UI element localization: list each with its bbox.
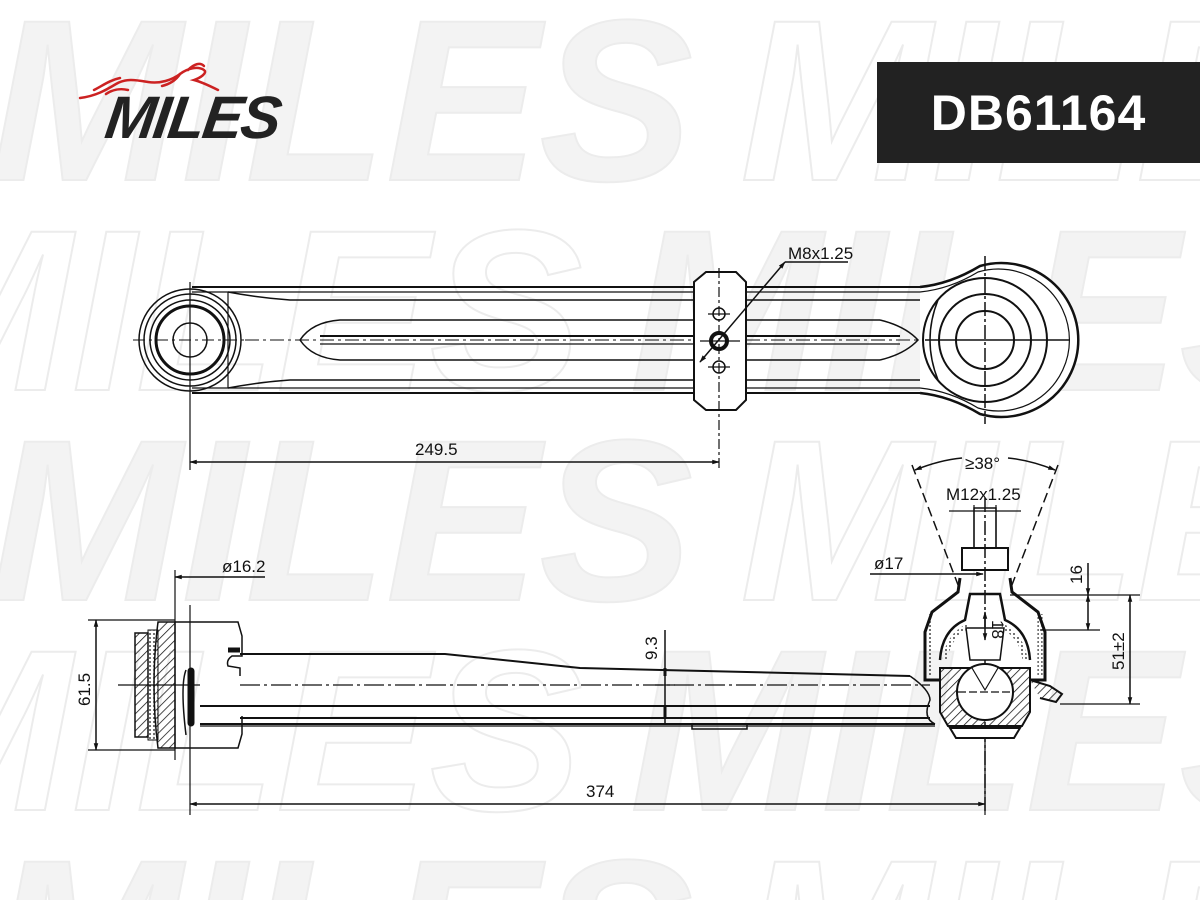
side-view (88, 457, 1140, 815)
greyhound-dog-icon (78, 62, 220, 100)
watermark-row-3b: MILES (740, 392, 1200, 649)
watermark-row-5b: MILES (740, 812, 1200, 900)
watermark-row-5: MILES (0, 812, 693, 900)
brand-name: MILES (101, 84, 285, 151)
boot-height-label: 16 (1067, 565, 1086, 584)
adjuster-clamp (693, 261, 848, 470)
top-view (133, 256, 1080, 470)
bushing-diameter-label: ø16.2 (222, 557, 265, 576)
thread-label-m8: M8x1.25 (788, 244, 853, 263)
watermark-row-1: MILES (0, 0, 693, 229)
angle-label: ≥38° (965, 454, 1000, 473)
ball-diameter-label: ø17 (874, 554, 903, 573)
part-number-badge: DB61164 (877, 62, 1200, 163)
ball-joint-eye (919, 256, 1080, 424)
part-number: DB61164 (930, 84, 1147, 141)
bushing-height-label: 61.5 (75, 673, 94, 706)
bushing-section (88, 570, 265, 815)
length-dimension-249-5: 249.5 (415, 440, 458, 459)
watermark-row-4b: MILES (630, 602, 1200, 859)
taper-length-label: 18 (988, 620, 1007, 639)
ball-joint-section (870, 457, 1140, 812)
dimension-374 (189, 740, 986, 815)
total-height-label: 51±2 (1109, 632, 1128, 670)
arm-thickness-label: 9.3 (642, 636, 661, 660)
arm-side-profile (200, 630, 936, 730)
overall-length-label: 374 (586, 782, 614, 801)
arm-right-section (746, 286, 1065, 394)
thread-label-m12: M12x1.25 (946, 485, 1021, 504)
arm-body (192, 286, 700, 394)
miles-logo: MILES (76, 60, 356, 160)
left-bushing-eye (133, 282, 245, 470)
watermark-row-3: MILES (0, 392, 693, 649)
watermark-row-2: MILES (0, 182, 583, 439)
